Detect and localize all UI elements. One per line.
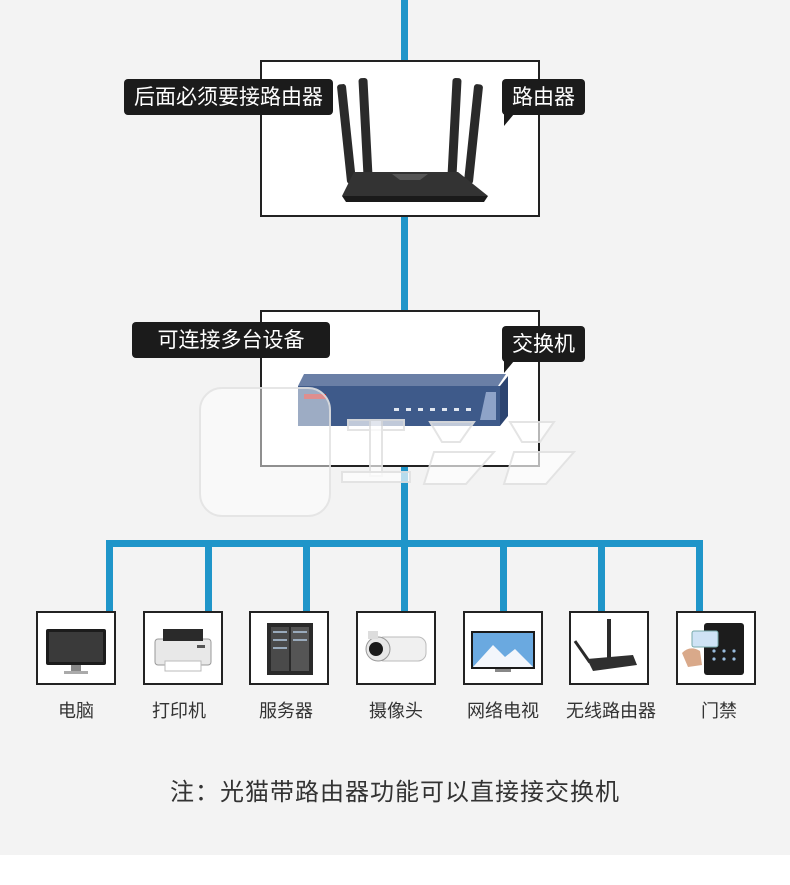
bottom-band xyxy=(0,855,790,885)
router-icon xyxy=(337,77,488,202)
device-camera xyxy=(356,611,436,685)
router-caption-tag: 后面必须要接路由器 xyxy=(124,79,333,115)
device-access-control xyxy=(676,611,756,685)
wireless-router-icon xyxy=(573,619,637,671)
device-tv xyxy=(463,611,543,685)
device-label-tv: 网络电视 xyxy=(467,701,539,722)
device-label-server: 服务器 xyxy=(259,701,313,722)
device-label-printer: 打印机 xyxy=(152,701,206,722)
printer-icon xyxy=(154,629,212,672)
watermark-logo xyxy=(199,387,577,517)
wire-drop-4 xyxy=(401,540,408,612)
wire-router-switch xyxy=(401,216,408,311)
wire-drop-2 xyxy=(205,540,212,612)
wire-switch-bus xyxy=(401,466,408,546)
wire-top xyxy=(401,0,408,62)
tv-icon xyxy=(471,631,535,672)
camera-icon xyxy=(365,631,427,662)
device-computer xyxy=(36,611,116,685)
switch-caption-tag: 可连接多台设备 xyxy=(132,322,330,358)
device-wireless-router xyxy=(569,611,649,685)
footnote: 注：光猫带路由器功能可以直接接交换机 xyxy=(170,778,620,806)
device-label-camera: 摄像头 xyxy=(369,701,423,722)
monitor-icon xyxy=(46,629,106,674)
server-rack-icon xyxy=(267,623,313,675)
device-label-computer: 电脑 xyxy=(58,701,94,722)
device-label-wireless-router: 无线路由器 xyxy=(566,701,656,722)
wire-drop-1 xyxy=(106,540,113,612)
router-name-tag: 路由器 xyxy=(502,79,585,126)
wire-drop-5 xyxy=(500,540,507,612)
access-control-icon xyxy=(682,623,744,675)
switch-name-tag: 交换机 xyxy=(502,326,585,373)
device-server xyxy=(249,611,329,685)
device-printer xyxy=(143,611,223,685)
wire-drop-6 xyxy=(598,540,605,612)
device-label-access-control: 门禁 xyxy=(701,701,737,722)
wire-drop-3 xyxy=(303,540,310,612)
wire-drop-7 xyxy=(696,540,703,612)
